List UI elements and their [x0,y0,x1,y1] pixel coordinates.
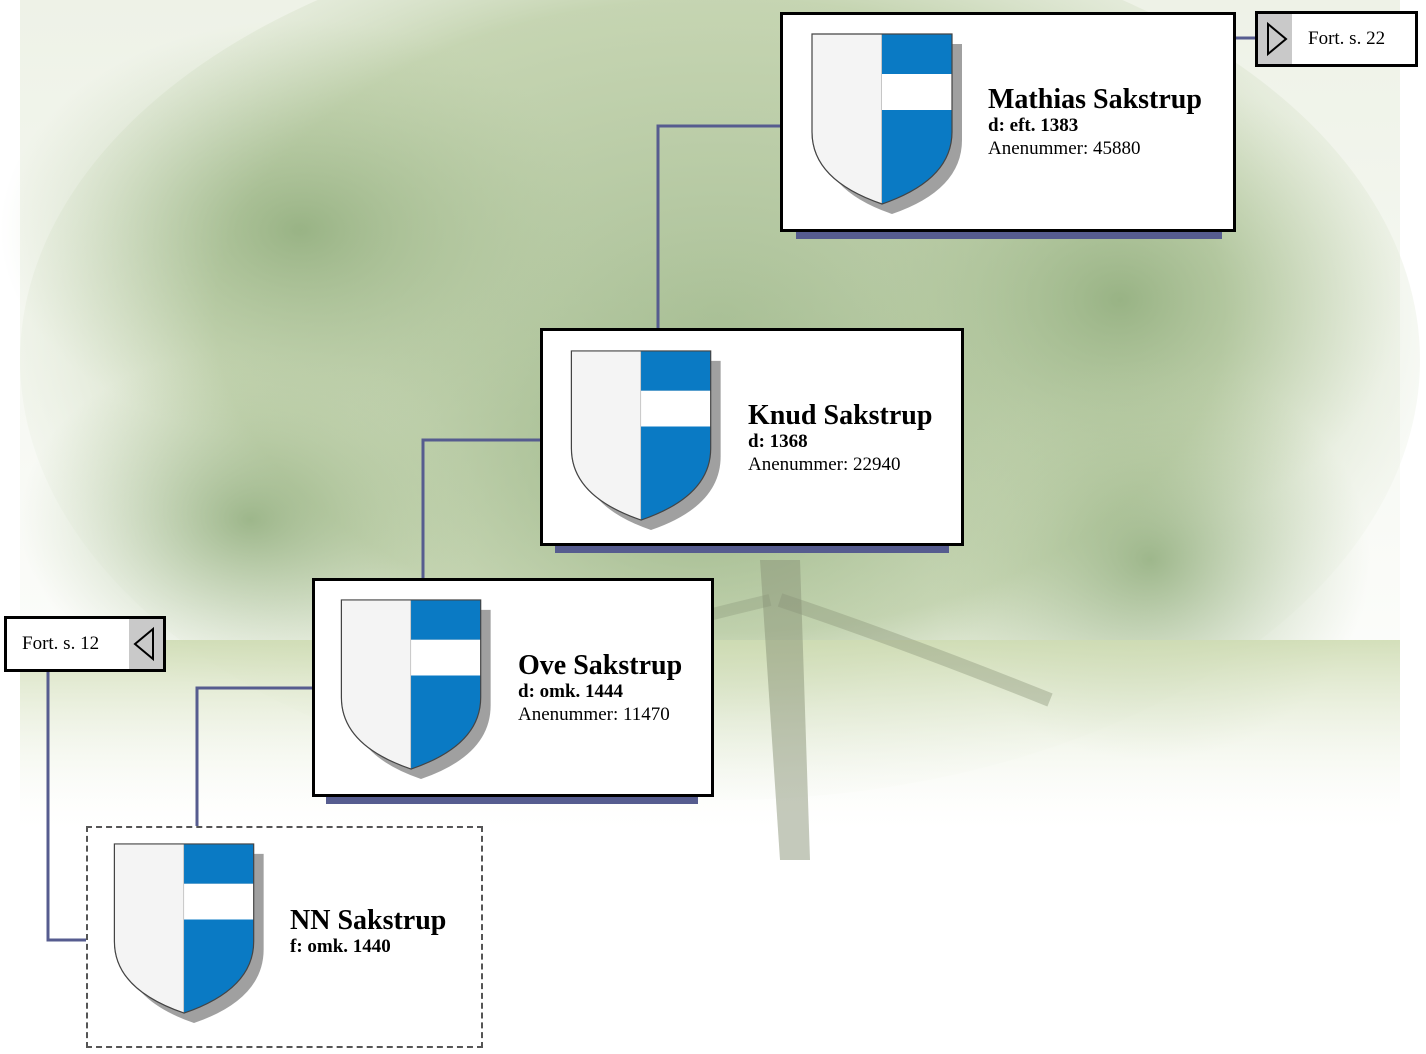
coat-of-arms-icon [113,843,264,1024]
person-date: d: omk. 1444 [518,681,624,702]
continuation-left-button[interactable]: Fort. s. 12 [4,616,166,672]
connector-ove-nn [195,686,312,826]
person-card-nn[interactable]: NN Sakstrup f: omk. 1440 [86,826,483,1048]
person-name: Ove Sakstrup [518,650,683,681]
connector-mathias-knud [656,124,780,328]
coat-of-arms-icon [570,350,721,531]
person-name: NN Sakstrup [290,905,447,936]
coat-of-arms-icon [811,33,962,214]
coat-of-arms-icon [340,599,491,780]
person-anenummer: Anenummer: 22940 [748,454,901,475]
person-card-knud[interactable]: Knud Sakstrup d: 1368 Anenummer: 22940 [540,328,964,546]
person-card-mathias[interactable]: Mathias Sakstrup d: eft. 1383 Anenummer:… [780,12,1236,232]
arrow-left-icon [129,619,163,669]
person-date: f: omk. 1440 [290,936,391,957]
card-shadow [796,232,1222,239]
person-name: Mathias Sakstrup [988,84,1202,115]
connector-knud-ove [421,438,540,578]
continuation-right-label: Fort. s. 22 [1308,28,1386,49]
connector-left-continuation [46,671,86,942]
person-date: d: 1368 [748,431,808,452]
person-date: d: eft. 1383 [988,115,1079,136]
card-shadow [555,546,949,553]
continuation-left-label: Fort. s. 12 [22,633,100,654]
person-anenummer: Anenummer: 45880 [988,138,1141,159]
card-shadow [326,797,698,804]
person-name: Knud Sakstrup [748,400,933,431]
person-card-ove[interactable]: Ove Sakstrup d: omk. 1444 Anenummer: 114… [312,578,714,797]
arrow-right-icon [1258,14,1292,64]
continuation-right-button[interactable]: Fort. s. 22 [1255,11,1418,67]
person-anenummer: Anenummer: 11470 [518,704,670,725]
